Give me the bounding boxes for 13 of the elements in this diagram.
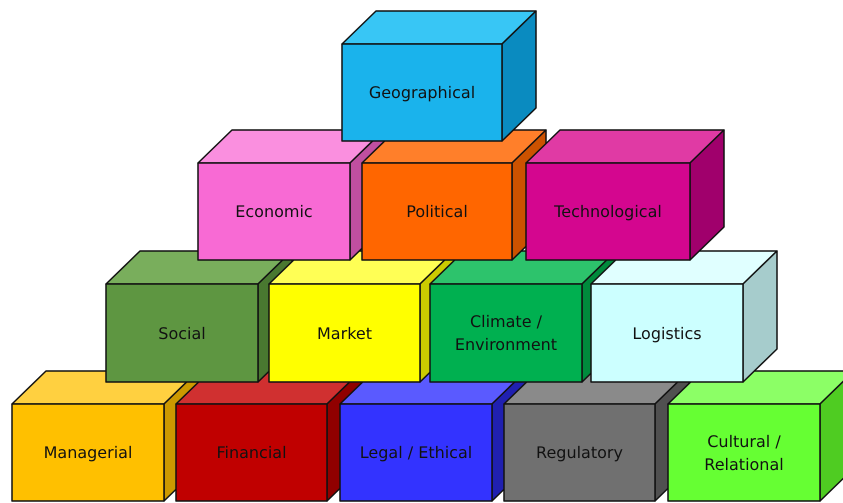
cube-label: Legal / Ethical bbox=[360, 442, 472, 464]
cube-label: Political bbox=[406, 201, 468, 223]
cube-label: Cultural / Relational bbox=[703, 430, 785, 476]
cube-label: Geographical bbox=[368, 82, 476, 104]
cube-label: Technological bbox=[554, 201, 662, 223]
cube-label: Market bbox=[317, 322, 372, 344]
cube-label: Financial bbox=[216, 442, 287, 464]
cube-label: Climate / Environment bbox=[454, 311, 558, 356]
cube-label: Regulatory bbox=[536, 442, 623, 464]
cube-label: Logistics bbox=[632, 322, 702, 344]
cube-label: Managerial bbox=[44, 442, 132, 464]
cube-label: Economic bbox=[235, 201, 313, 223]
cube-label: Social bbox=[158, 322, 206, 344]
